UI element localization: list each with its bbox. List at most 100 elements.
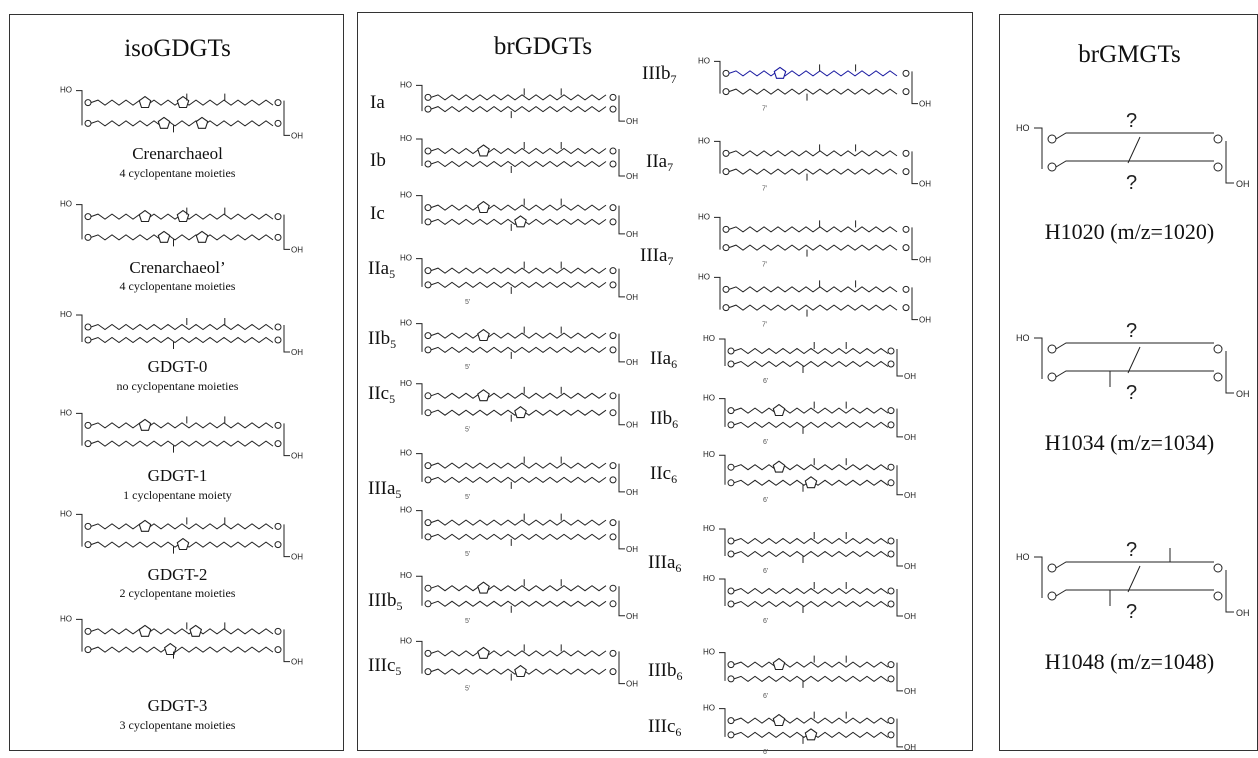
ether-oxygen (902, 244, 910, 252)
alkyl-chain (728, 226, 898, 233)
cyclopentane-ring (772, 460, 786, 473)
unknown-position-mark: ? (1126, 382, 1137, 404)
alkyl-chain (430, 105, 607, 113)
position-mark: 5’ (465, 618, 471, 625)
ether-oxygen (274, 421, 282, 429)
glycerol-right (896, 408, 903, 438)
glycerol-right (896, 718, 903, 748)
position-mark: 6’ (763, 378, 769, 385)
isogdgt-title: isoGDGTs (124, 35, 231, 62)
cyclopentane-ring (195, 230, 209, 243)
glycerol-right (283, 629, 290, 663)
alkyl-chain (733, 464, 889, 471)
ether-oxygen (84, 541, 92, 549)
ether-oxygen (887, 587, 895, 595)
ether-oxygen (902, 304, 910, 312)
alkyl-chain (430, 204, 607, 211)
ether-oxygen (609, 332, 617, 340)
hydroxyl-label: OH (1236, 608, 1250, 618)
hydroxyl-label: HO (703, 524, 715, 533)
alkyl-chain (430, 332, 607, 339)
ether-oxygen (902, 88, 910, 96)
glycerol-left (76, 412, 83, 446)
alkyl-chain (90, 628, 274, 635)
ether-oxygen (1213, 372, 1223, 382)
cyclopentane-ring (477, 200, 490, 214)
hydroxyl-label: OH (626, 680, 638, 689)
alkyl-chain (430, 533, 607, 541)
hydroxyl-label: HO (698, 212, 710, 221)
position-mark: 6’ (763, 693, 769, 700)
label-IIIa6: IIIa6 (648, 552, 682, 575)
glycerol-right (1225, 351, 1234, 394)
hydroxyl-label: OH (919, 100, 931, 109)
gdgt1-desc: 1 cyclopentane moiety (123, 488, 232, 502)
hydroxyl-label: HO (703, 704, 715, 713)
position-mark: 5’ (465, 551, 471, 558)
glycerol-right (618, 651, 625, 685)
unknown-position-mark: ? (1126, 172, 1137, 194)
alkyl-chain (733, 407, 889, 414)
ether-oxygen (887, 479, 895, 487)
position-mark: 7’ (762, 106, 768, 113)
hydroxyl-label: OH (904, 433, 916, 442)
glycerol-left (1034, 127, 1043, 169)
glycerol-right (283, 524, 290, 558)
ether-oxygen (887, 717, 895, 725)
cyclopentane-ring (138, 95, 152, 109)
ether-oxygen (274, 627, 282, 635)
glycerol-right (1225, 570, 1234, 613)
hydroxyl-label: HO (60, 509, 72, 518)
ether-oxygen (424, 409, 432, 417)
hydroxyl-label: HO (703, 450, 715, 459)
cyclopentane-ring (157, 230, 171, 243)
alkyl-chain (430, 392, 607, 399)
alkyl-chain (733, 587, 889, 595)
cyclopentane-ring (138, 624, 152, 637)
hydroxyl-label: HO (60, 200, 72, 209)
hydroxyl-label: HO (400, 571, 412, 580)
ether-oxygen (1213, 563, 1223, 573)
ether-oxygen (424, 584, 432, 592)
alkyl-chain (1055, 160, 1214, 168)
ether-oxygen (727, 479, 735, 487)
ether-oxygen (609, 649, 617, 657)
hydroxyl-label: HO (400, 379, 412, 388)
label-IIIc5: IIIc5 (368, 655, 402, 678)
cyclopentane-ring (477, 581, 490, 594)
label-IIc5: IIc5 (368, 383, 396, 406)
glycerol-left (1034, 337, 1043, 379)
ether-oxygen (887, 421, 895, 429)
ether-oxygen (424, 160, 432, 168)
ether-oxygen (84, 336, 92, 344)
chain-crosslink (1127, 136, 1141, 164)
ether-oxygen (609, 533, 617, 541)
ether-oxygen (424, 267, 432, 275)
alkyl-chain (733, 717, 889, 724)
hydroxyl-label: OH (626, 230, 638, 239)
ether-oxygen (424, 93, 432, 101)
ether-oxygen (1047, 162, 1057, 172)
hydroxyl-label: HO (1016, 123, 1030, 133)
ether-oxygen (84, 646, 92, 654)
ether-oxygen (609, 105, 617, 113)
hydroxyl-label: OH (904, 687, 916, 696)
ether-oxygen (424, 462, 432, 470)
unknown-position-mark: ? (1126, 320, 1137, 342)
cyclopentane-ring (163, 642, 177, 656)
ether-oxygen (887, 347, 895, 355)
ether-oxygen (424, 346, 432, 354)
cyclopentane-ring (772, 713, 786, 727)
ether-oxygen (887, 537, 895, 545)
